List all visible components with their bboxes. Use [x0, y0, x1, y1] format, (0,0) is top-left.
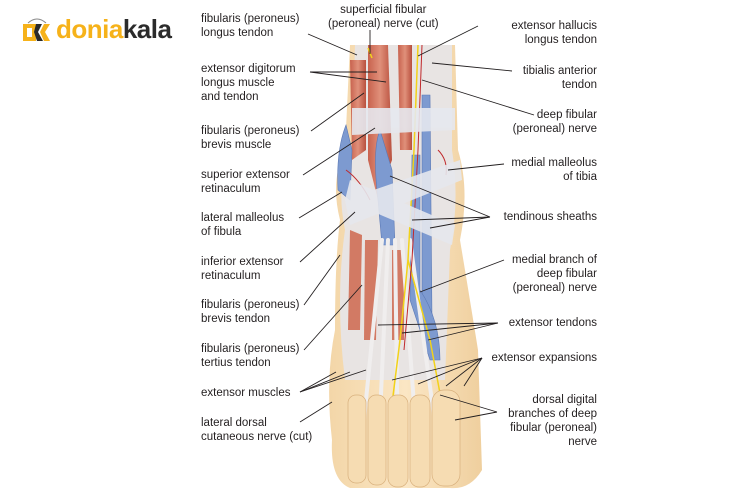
logo-text-donia: donia — [56, 13, 123, 44]
leader-lines — [298, 25, 535, 423]
label-deep-fibular-nerve: deep fibular (peroneal) nerve — [512, 109, 597, 135]
toes — [347, 389, 461, 488]
label-fibularis-brevis-tendon: fibularis (peroneus) brevis tendon — [201, 299, 300, 325]
label-extensor-digitorum: extensor digitorum longus muscle and ten… — [201, 63, 296, 103]
label-dorsal-digital-branches: dorsal digital branches of deep fibular … — [508, 394, 597, 448]
label-inferior-extensor-retinaculum: inferior extensor retinaculum — [201, 256, 284, 282]
retinacula — [345, 108, 462, 245]
label-extensor-expansions: extensor expansions — [491, 352, 597, 364]
label-extensor-tendons: extensor tendons — [508, 317, 597, 329]
label-superficial-fibular-nerve: superficial fibular (peroneal) nerve (cu… — [328, 4, 439, 30]
label-fibularis-tertius-tendon: fibularis (peroneus) tertius tendon — [201, 343, 300, 369]
label-medial-malleolus: medial malleolus of tibia — [511, 157, 597, 183]
label-extensor-muscles: extensor muscles — [201, 387, 291, 399]
label-medial-branch-deep-fibular: medial branch of deep fibular (peroneal)… — [511, 254, 597, 294]
label-superior-extensor-retinaculum: superior extensor retinaculum — [201, 169, 290, 195]
logo-text-kala: kala — [122, 13, 172, 44]
label-extensor-hallucis: extensor hallucis longus tendon — [511, 20, 597, 46]
logo-mark-icon — [22, 17, 52, 41]
label-tibialis-anterior: tibialis anterior tendon — [522, 65, 597, 91]
label-fibularis-longus-tendon: fibularis (peroneus) longus tendon — [201, 13, 300, 39]
label-tendinous-sheaths: tendinous sheaths — [503, 211, 597, 223]
label-lateral-malleolus: lateral malleolus of fibula — [201, 212, 285, 238]
label-fibularis-brevis-muscle: fibularis (peroneus) brevis muscle — [201, 125, 300, 151]
label-lateral-dorsal-cutaneous-nerve: lateral dorsal cutaneous nerve (cut) — [201, 417, 313, 443]
